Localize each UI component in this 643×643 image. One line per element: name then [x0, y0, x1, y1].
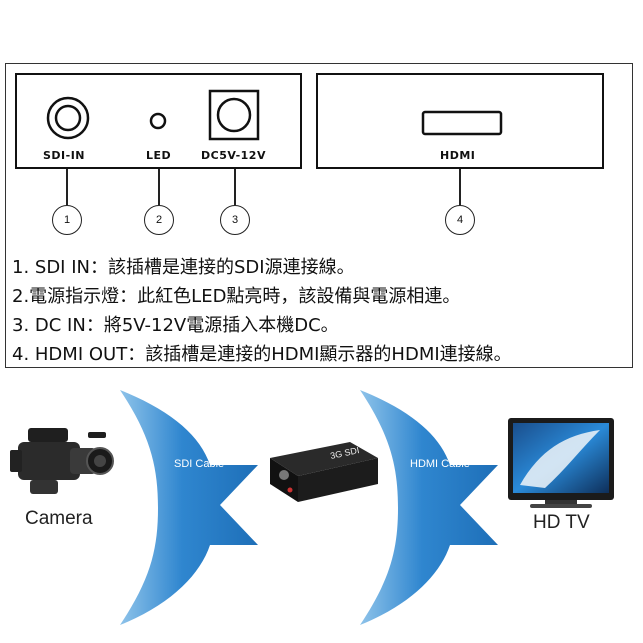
- description-1: 1. SDI IN：該插槽是連接的SDI源連接線。: [12, 257, 355, 278]
- dc-label: DC5V-12V: [201, 149, 266, 162]
- camera-caption: Camera: [25, 508, 93, 529]
- callout-4: 4: [445, 205, 475, 235]
- hdmi-arrow-shape: [360, 390, 498, 625]
- callout-1: 1: [52, 205, 82, 235]
- dc-jack-icon: [208, 89, 260, 141]
- led-icon: [149, 112, 167, 130]
- led-label: LED: [146, 149, 172, 162]
- hdmi-label: HDMI: [440, 149, 476, 162]
- hdtv-caption: HD TV: [533, 512, 590, 533]
- callout-3: 3: [220, 205, 250, 235]
- tv-icon: [508, 418, 614, 508]
- hdmi-cable-label: HDMI Cable: [410, 458, 470, 470]
- leader-line-1: [66, 169, 68, 205]
- leader-line-3: [234, 169, 236, 205]
- leader-line-4: [459, 169, 461, 205]
- leader-line-2: [158, 169, 160, 205]
- sdi-port-icon: [46, 96, 90, 140]
- connection-flow-graphic: [10, 390, 614, 625]
- camera-icon: [10, 428, 114, 494]
- sdi-arrow-shape: [120, 390, 258, 625]
- sdi-in-label: SDI-IN: [43, 149, 86, 162]
- description-4: 4. HDMI OUT：該插槽是連接的HDMI顯示器的HDMI連接線。: [12, 344, 512, 365]
- sdi-cable-label: SDI Cable: [174, 458, 225, 470]
- description-3: 3. DC IN：將5V-12V電源插入本機DC。: [12, 315, 339, 336]
- diagram-frame: [5, 63, 633, 368]
- hdmi-port-icon: [421, 110, 503, 136]
- callout-2: 2: [144, 205, 174, 235]
- converter-device-icon: [270, 442, 378, 502]
- description-2: 2.電源指示燈：此紅色LED點亮時，該設備與電源相連。: [12, 286, 461, 307]
